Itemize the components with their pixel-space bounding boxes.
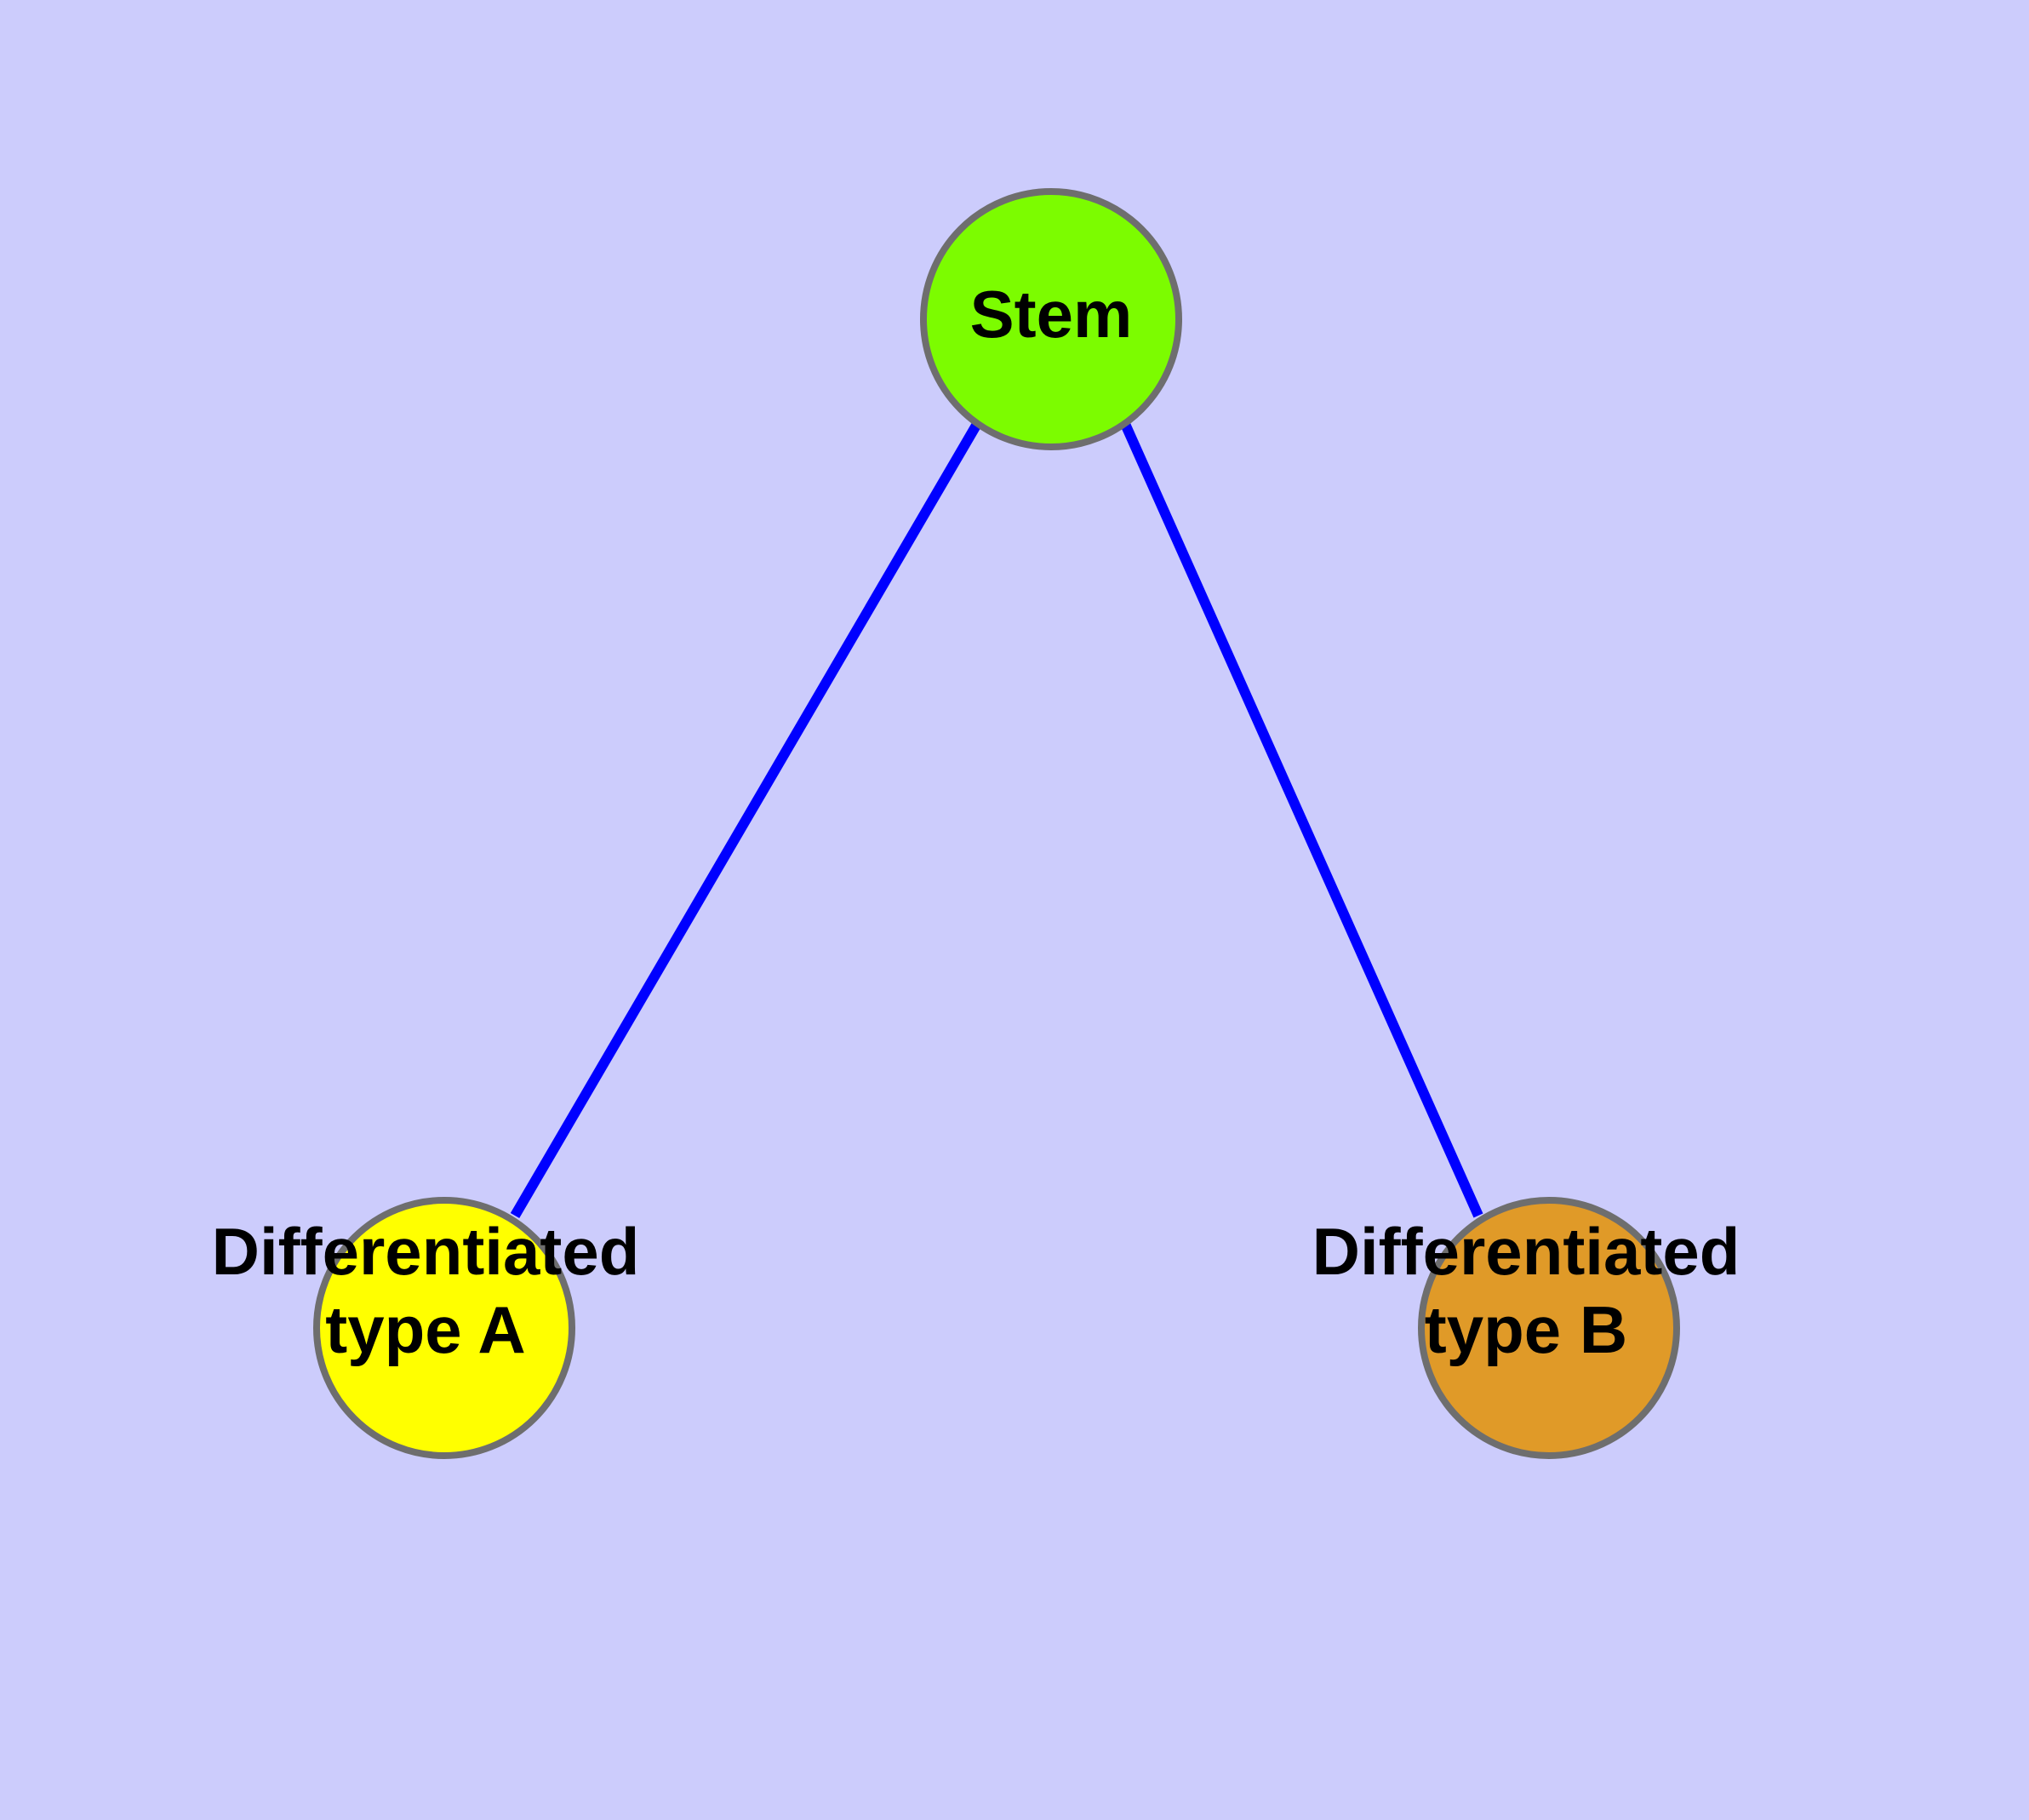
nodes-layer [313, 188, 1680, 1459]
node-label-line: type B [1425, 1292, 1627, 1367]
node-label-stem: Stem [970, 277, 1133, 352]
edge-stem-diff-a[interactable] [510, 421, 982, 1219]
edges-layer [510, 421, 1483, 1219]
node-circle-diff-a[interactable] [313, 1197, 575, 1459]
node-label-line: Differentiated [1312, 1214, 1740, 1289]
node-label-line: Differentiated [212, 1214, 640, 1289]
edge-stem-diff-b[interactable] [1120, 421, 1483, 1218]
node-label-line: Stem [970, 277, 1133, 352]
node-circle-diff-b[interactable] [1418, 1197, 1680, 1459]
node-circle-stem[interactable] [920, 188, 1182, 450]
node-label-line: type A [325, 1292, 526, 1367]
